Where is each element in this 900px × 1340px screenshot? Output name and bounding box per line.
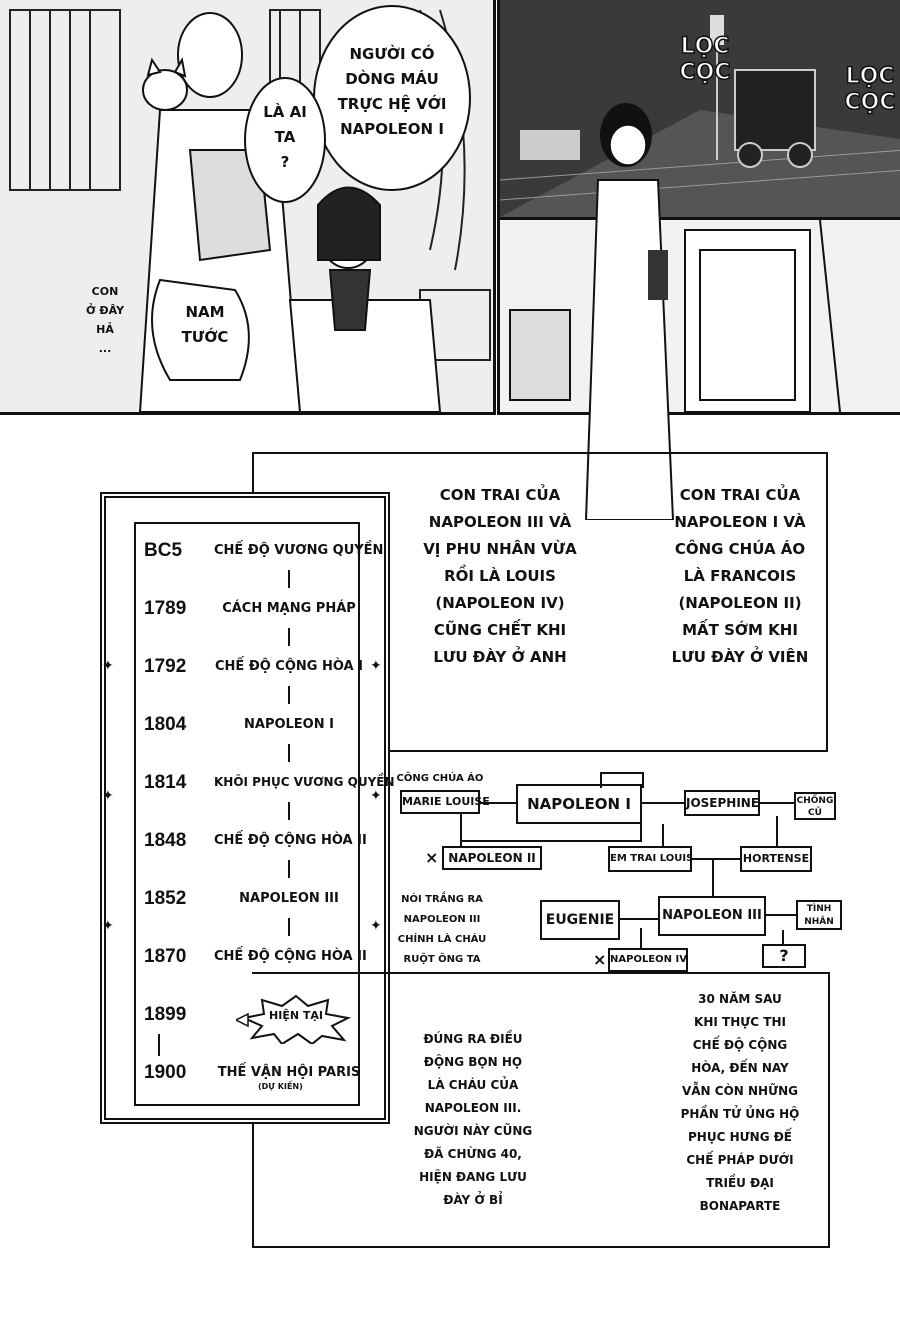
narration-bonapartists: 30 NĂM SAU KHI THỰC THI CHẾ ĐỘ CỘNG HÒA,… [680, 992, 800, 1213]
timeline-row: 1848 CHẾ ĐỘ CỘNG HÒA II [136, 830, 367, 860]
timeline-note: (DỰ KIẾN) [258, 1082, 303, 1091]
ornament-icon: ✦ [102, 918, 114, 934]
timeline-row: 1804 NAPOLEON I [136, 714, 358, 744]
ornament-icon: ✦ [370, 788, 382, 804]
node-former-husband: CHỒNG CŨ [794, 792, 836, 820]
narration-box-top [252, 452, 828, 752]
ornament-icon: ✦ [370, 658, 382, 674]
ornament-icon: ✦ [370, 918, 382, 934]
timeline-event: CÁCH MẠNG PHÁP [222, 601, 356, 616]
figure-standing-woman [584, 103, 675, 520]
node-napoleon-i: NAPOLEON I [516, 784, 642, 824]
timeline-connector [158, 1034, 160, 1056]
ornament-icon: ✦ [102, 788, 114, 804]
tree-link [620, 918, 660, 920]
sfx-clatter-1: LỌC CỌC [679, 33, 732, 86]
speech-bubble-who: LÀ AI TA ? [263, 103, 307, 171]
narration-napoleon-ii: CON TRAI CỦA NAPOLEON I VÀ CÔNG CHÚA ÁO … [671, 486, 809, 666]
timeline-year: 1792 [144, 656, 187, 677]
timeline-event: NAPOLEON III [239, 891, 339, 906]
tree-link [692, 858, 740, 860]
ornament-icon: ✦ [102, 658, 114, 674]
narration-box-bottom [252, 972, 830, 1248]
timeline-connector [288, 570, 290, 588]
tree-link [712, 858, 714, 898]
timeline-row: 1899 HIỆN TẠI [136, 994, 358, 1044]
tree-link [480, 802, 518, 804]
timeline-row: 1789 CÁCH MẠNG PHÁP [136, 598, 358, 628]
node-josephine: JOSEPHINE [684, 790, 760, 816]
timeline-row: 1900 THẾ VẬN HỘI PARIS [136, 1062, 360, 1092]
timeline-row: 1870 CHẾ ĐỘ CỘNG HÒA II [136, 946, 367, 976]
cross-mark-icon: × [425, 848, 439, 867]
timeline-year: 1814 [144, 772, 187, 793]
timeline-connector [288, 860, 290, 878]
timeline-connector [288, 686, 290, 704]
narration-box-top-edge [252, 452, 254, 492]
timeline-year: 1848 [144, 830, 187, 851]
node-napoleon-iv: NAPOLEON IV [608, 948, 688, 972]
present-burst-icon [236, 994, 352, 1044]
timeline-row: 1814 KHÔI PHỤC VƯƠNG QUYỀN [136, 772, 395, 802]
tree-link [640, 802, 684, 804]
timeline-event: NAPOLEON I [244, 717, 334, 732]
sfx-clatter-2: LỌC CỌC [844, 63, 897, 116]
timeline-event: CHẾ ĐỘ VƯƠNG QUYỀN [214, 543, 384, 558]
node-mistress: TÌNH NHÂN [796, 900, 842, 930]
timeline-event-present: HIỆN TẠI [269, 1009, 323, 1022]
speech-bubble-baron: NAM TƯỚC [181, 303, 229, 346]
timeline-connector [288, 628, 290, 646]
timeline-year: 1900 [144, 1062, 187, 1083]
label-austrian-princess: CÔNG CHÚA ÁO [396, 773, 484, 784]
timeline-connector [288, 918, 290, 936]
timeline-connector [288, 744, 290, 762]
node-eugenie: EUGENIE [540, 900, 620, 940]
tree-link [460, 814, 462, 858]
tree-link [460, 840, 642, 842]
node-unknown-child: ? [762, 944, 806, 968]
scene-illustration-doorway [500, 220, 900, 412]
tree-link [766, 914, 796, 916]
timeline-event: CHẾ ĐỘ CỘNG HÒA I [215, 659, 363, 674]
node-napoleon-iii: NAPOLEON III [658, 896, 766, 936]
timeline-row: 1792 CHẾ ĐỘ CỘNG HÒA I [136, 656, 363, 686]
timeline-frame: BC5 CHẾ ĐỘ VƯƠNG QUYỀN 1789 CÁCH MẠNG PH… [100, 492, 395, 1124]
timeline-event: CHẾ ĐỘ CỘNG HÒA II [214, 833, 367, 848]
panel-top-right-street: LỌC CỌC LỌC CỌC [497, 0, 900, 220]
node-hortense: HORTENSE [740, 846, 812, 872]
timeline-connector [288, 802, 290, 820]
node-marie-louise: MARIE LOUISE [400, 790, 490, 814]
narration-nephew-in-belgium: ĐÚNG RA ĐIỀU ĐỘNG BỌN HỌ LÀ CHÁU CỦA NAP… [413, 1032, 533, 1207]
note-nephew: NÓI TRẮNG RA NAPOLEON III CHÍNH LÀ CHÁU … [397, 894, 487, 965]
tree-link [600, 772, 644, 788]
tree-link [640, 824, 642, 842]
tree-link [640, 928, 642, 948]
timeline-row: 1852 NAPOLEON III [136, 888, 358, 918]
timeline-event: KHÔI PHỤC VƯƠNG QUYỀN [214, 775, 395, 789]
tree-link [662, 824, 664, 846]
node-napoleon-ii: NAPOLEON II [442, 846, 542, 870]
narration-box-bottom-edge [252, 1124, 254, 1248]
timeline-year: 1789 [144, 598, 187, 619]
timeline-year: BC5 [144, 540, 183, 561]
panel-top-left: NGƯỜI CÓ DÒNG MÁU TRỰC HỆ VỚI NAPOLEON I… [0, 0, 496, 415]
timeline-year: 1870 [144, 946, 187, 967]
tree-link [782, 930, 784, 944]
timeline-year: 1852 [144, 888, 187, 909]
timeline-event: CHẾ ĐỘ CỘNG HÒA II [214, 949, 367, 964]
timeline-row: BC5 CHẾ ĐỘ VƯƠNG QUYỀN [136, 540, 383, 570]
timeline-year: 1899 [144, 1004, 187, 1025]
timeline-list: BC5 CHẾ ĐỘ VƯƠNG QUYỀN 1789 CÁCH MẠNG PH… [134, 522, 395, 1106]
panel-top-right-door [497, 217, 900, 415]
tree-link [776, 816, 778, 846]
speech-bubble-bloodline: NGƯỜI CÓ DÒNG MÁU TRỰC HỆ VỚI NAPOLEON I [337, 45, 447, 138]
timeline-year: 1804 [144, 714, 187, 735]
node-brother-louis: EM TRAI LOUIS [608, 846, 693, 872]
scene-illustration-room [0, 0, 493, 412]
timeline-event: THẾ VẬN HỘI PARIS [217, 1065, 361, 1080]
tree-link [760, 802, 794, 804]
cross-mark-icon: × [593, 950, 607, 969]
aside-text: CON Ở ĐÂY HẢ ... [85, 285, 125, 355]
narration-napoleon-iv: CON TRAI CỦA NAPOLEON III VÀ VỊ PHU NHÂN… [423, 486, 577, 666]
